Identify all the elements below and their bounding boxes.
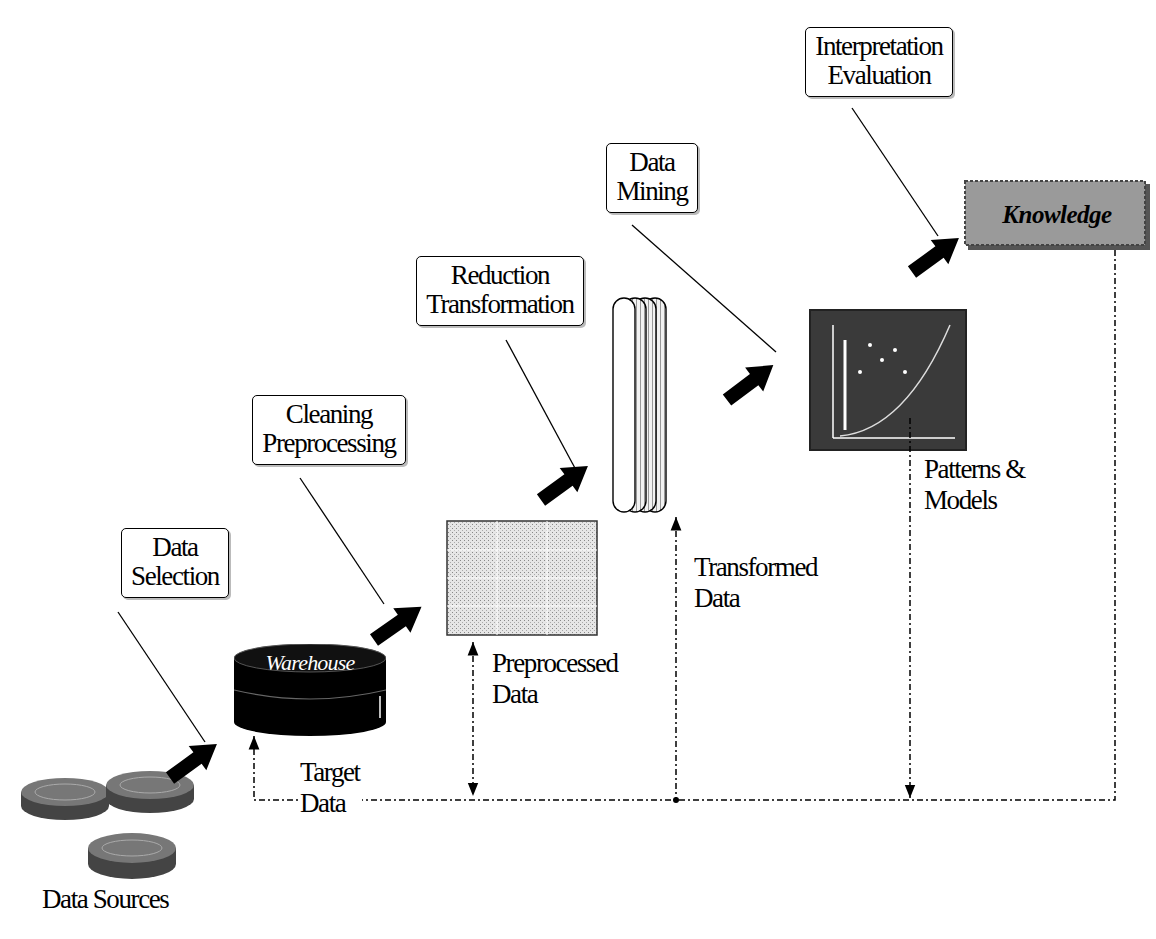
patterns-graph [810,310,966,450]
step-box: Reduction Transformation [416,256,583,326]
transformed-cylinders [613,298,666,512]
warehouse-cylinder: Warehouse [234,644,386,736]
stage-label: Preprocessed Data [492,648,618,710]
step-box: Cleaning Preprocessing [252,395,405,465]
knowledge-box: Knowledge [964,180,1150,250]
step-box: Interpretation Evaluation [805,27,952,97]
preprocessed-table [447,521,597,635]
stage-label: Target Data [298,757,362,819]
node-text: Cleaning Preprocessing [262,400,395,458]
source-label: Data Sources [42,884,168,915]
stage-label: Patterns & Models [924,454,1074,516]
stage-label: Transformed Data [694,552,817,614]
node-text: Reduction Transformation [426,261,573,319]
process-arrows [161,226,968,790]
node-text: Warehouse [266,650,355,676]
data-source-disks [21,771,194,879]
node-text: Data Mining [616,148,687,206]
step-box: Data Mining [606,143,697,213]
node-text: Data Selection [131,533,219,591]
node-text: Interpretation Evaluation [815,32,942,90]
node-text: Knowledge [1002,201,1111,229]
leader-lines [118,108,938,742]
step-box: Data Selection [121,528,229,598]
feedback-lines [473,418,910,800]
